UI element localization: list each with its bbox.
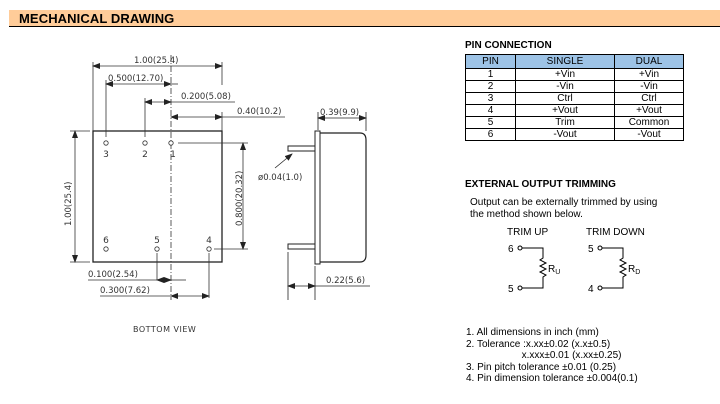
cell-single: -Vout [515,128,615,141]
side-pin-bottom [287,243,316,250]
trim-up-top-pin: 6 [508,244,514,255]
table-row: 6-Vout-Vout [465,128,684,141]
section-header: MECHANICAL DRAWING [9,10,720,27]
pin-label-6: 6 [103,236,109,246]
pin-label-1: 1 [170,150,176,160]
note-item: 2. Tolerance :x.xx±0.02 (x.x±0.5) [466,338,611,350]
terminal-icon [517,245,523,251]
dim-row-spacing: 0.800(20.32) [235,171,245,226]
column-header-pin: PIN [465,54,516,69]
cell-single: -Vin [515,80,615,93]
trimming-description: Output can be externally trimmed by usin… [470,197,658,220]
trim-down-bottom-pin: 4 [588,284,594,295]
trim-down-wire [602,247,628,289]
cell-pin: 3 [465,92,516,105]
dim-height-side: 0.39(9.9) [320,108,359,118]
cell-single: +Vout [515,104,615,117]
pin-4-hole [206,246,212,252]
trim-up-label: TRIM UP [507,227,548,238]
cell-dual: -Vin [614,80,684,93]
dim-pin-diameter: ø0.04(1.0) [258,173,302,183]
bottom-view-label: BOTTOM VIEW [133,325,197,334]
pin-1-hole [168,140,174,146]
pin-label-2: 2 [142,150,148,160]
trim-down-label: TRIM DOWN [586,227,645,238]
terminal-icon [597,245,603,251]
table-row: 4+Vout+Vout [465,104,684,117]
table-header-row: PIN SINGLE DUAL [465,54,684,69]
cell-pin: 6 [465,128,516,141]
cell-dual: -Vout [614,128,684,141]
cell-single: +Vin [515,68,615,81]
pin-2-hole [142,140,148,146]
dim-width-total: 1.00(25.4) [134,56,178,66]
cell-pin: 4 [465,104,516,117]
note-item: 4. Pin dimension tolerance ±0.004(0.1) [466,373,638,384]
pin-label-3: 3 [103,150,109,160]
terminal-icon [597,285,603,291]
side-pin-top [287,145,316,152]
cell-dual: +Vout [614,104,684,117]
mechanical-drawing: 3 2 1 6 5 4 1.00(25.4) 0.500(12.70) 0.20… [64,55,370,300]
cell-single: Ctrl [515,92,615,105]
dim-pin-span-5-center: 0.100(2.54) [88,270,138,280]
dim-pin-span-center-4: 0.300(7.62) [100,286,150,296]
cell-single: Trim [515,116,615,129]
column-header-single: SINGLE [515,54,615,69]
dim-pin1-to-edge: 0.40(10.2) [237,107,281,117]
resistor-ru-label: RU [548,264,560,276]
column-header-dual: DUAL [614,54,684,69]
pin-connection-title: PIN CONNECTION [465,40,552,51]
note-item: x.xxx±0.01 (x.xx±0.25) [466,350,622,361]
pin-6-hole [103,246,109,252]
resistor-rd-label: RD [628,264,640,276]
pin-5-hole [154,246,160,252]
side-flange [314,130,321,265]
section-title: MECHANICAL DRAWING [19,11,175,26]
module-body-bottom-view [92,130,223,263]
table-row: 2-Vin-Vin [465,80,684,93]
pin-label-4: 4 [206,236,212,246]
pin-label-5: 5 [154,236,160,246]
trimming-diagram: TRIM UP TRIM DOWN 6 5 5 4 RU RD [507,227,645,295]
notes: 1. All dimensions in inch (mm) 2. Tolera… [466,327,638,385]
cell-dual: +Vin [614,68,684,81]
note-item: 3. Pin pitch tolerance ±0.01 (0.25) [466,361,617,373]
cell-pin: 1 [465,68,516,81]
module-body-side-view [320,132,367,263]
pin-3-hole [103,140,109,146]
trim-up-wire [522,247,548,289]
cell-pin: 2 [465,80,516,93]
cell-pin: 5 [465,116,516,129]
terminal-icon [517,285,523,291]
cell-dual: Common [614,116,684,129]
leader-pin-diameter [274,153,293,169]
dim-height-total: 1.00(25.4) [64,182,74,226]
dim-pin-span-3-1: 0.500(12.70) [108,74,163,84]
trim-up-bottom-pin: 5 [508,284,514,295]
note-item: 1. All dimensions in inch (mm) [466,327,599,338]
dim-pin-span-2-1: 0.200(5.08) [181,92,231,102]
dim-pin-length: 0.22(5.6) [326,276,365,286]
table-row: 1+Vin+Vin [465,68,684,81]
trimming-title: EXTERNAL OUTPUT TRIMMING [465,179,616,190]
cell-dual: Ctrl [614,92,684,105]
trim-down-top-pin: 5 [588,244,594,255]
